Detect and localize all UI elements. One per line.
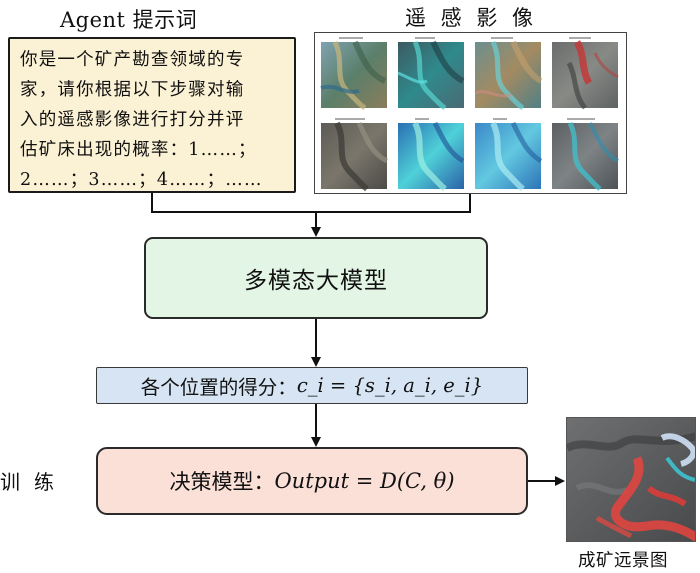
rs-tile <box>475 121 543 192</box>
multimodal-model-label: 多模态大模型 <box>244 268 388 294</box>
rs-tile <box>320 40 387 111</box>
rs-tile <box>552 121 620 191</box>
decision-formula: Output = D(C, θ) <box>274 469 455 493</box>
rs-tile <box>552 40 619 110</box>
score-formula: c_i = {s_i, a_i, e_i} <box>296 374 484 397</box>
prompt-line: 入的遥感影像进行打分并评 <box>20 110 245 130</box>
rs-tile <box>397 40 465 111</box>
prospect-map-caption: 成矿远景图 <box>578 551 668 571</box>
prompt-line: 家，请你根据以下步骤对输 <box>20 80 245 100</box>
rs-tile <box>398 121 465 192</box>
decision-prefix: 决策模型： <box>169 470 275 494</box>
training-label: 训练 <box>0 470 68 494</box>
prompt-line: 估矿床出现的概率：1……； <box>20 140 257 160</box>
prompt-line: 2……；3……；4……；…… <box>20 170 263 190</box>
rs-tile <box>321 121 389 192</box>
agent-prompt-box: 你是一个矿产勘查领域的专 家，请你根据以下步骤对输 入的遥感影像进行打分并评 估… <box>8 37 296 193</box>
multimodal-model-box: 多模态大模型 <box>144 237 488 319</box>
prompt-line: 你是一个矿产勘查领域的专 <box>20 50 245 70</box>
prospect-map-image <box>566 417 696 542</box>
agent-prompt-title: Agent 提示词 <box>60 8 198 32</box>
rs-tile <box>474 40 543 111</box>
remote-sensing-title: 遥 感 影 像 <box>405 6 538 30</box>
decision-model-box: 决策模型： Output = D(C, θ) <box>96 447 528 515</box>
score-prefix: 各个位置的得分： <box>140 376 297 399</box>
position-score-box: 各个位置的得分： c_i = {s_i, a_i, e_i} <box>96 367 528 404</box>
remote-sensing-image-grid <box>314 32 627 194</box>
